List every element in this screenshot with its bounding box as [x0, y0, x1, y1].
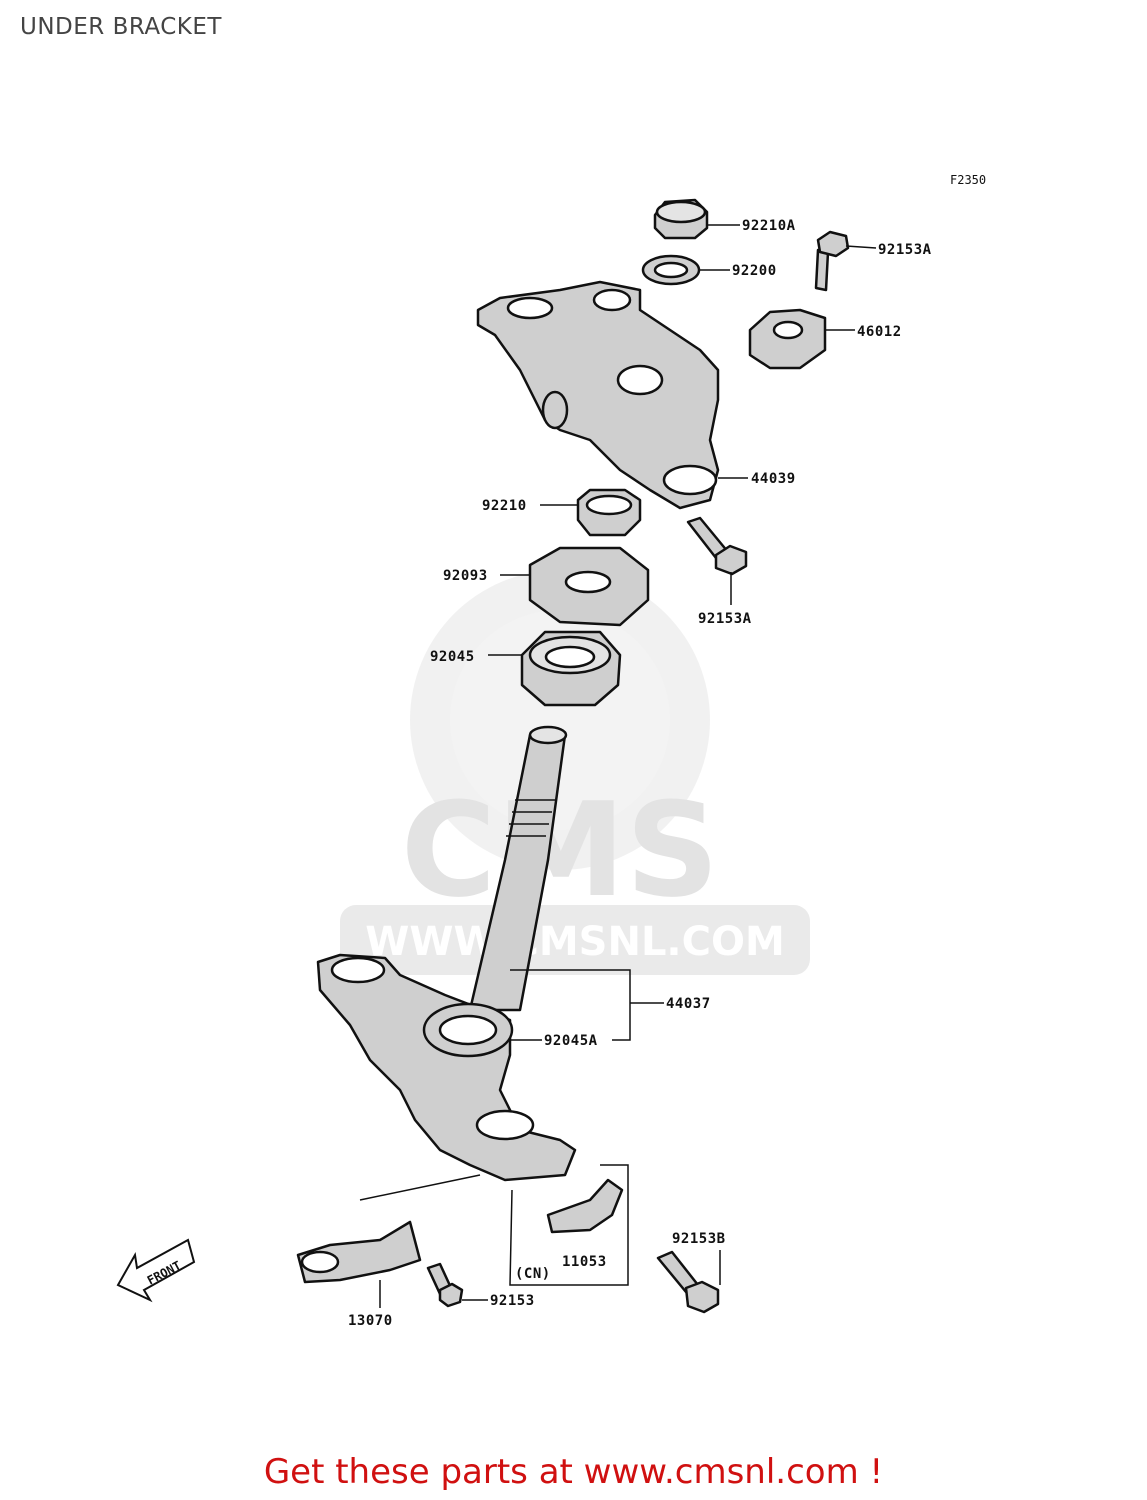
watermark-brand: CMS	[401, 774, 719, 926]
hose-clamp-13070	[296, 1220, 422, 1284]
label-92045: 92045	[430, 649, 475, 665]
watermark-url: WWW.CMSNL.COM	[365, 919, 785, 965]
label-92153b: 92153B	[672, 1231, 726, 1247]
label-13070: 13070	[348, 1313, 393, 1329]
label-92153a-mid: 92153A	[698, 611, 752, 627]
footer-parts-link[interactable]: Get these parts at www.cmsnl.com !	[263, 1452, 884, 1492]
label-44039: 44039	[751, 471, 796, 487]
front-arrow-icon: FRONT	[116, 1238, 196, 1303]
bearing-92045	[520, 630, 622, 707]
label-92093: 92093	[443, 568, 488, 584]
steering-stem-44037	[468, 725, 568, 1012]
label-cn: (CN)	[515, 1266, 551, 1282]
label-11053: 11053	[562, 1254, 607, 1270]
handlebar-holder-46012	[748, 308, 827, 370]
bolt-92153	[426, 1262, 464, 1308]
label-46012: 46012	[857, 324, 902, 340]
leader-lines	[359, 224, 877, 1308]
figure-code: F2350	[950, 173, 986, 187]
label-92210: 92210	[482, 498, 527, 514]
stem-cap	[653, 198, 709, 240]
washer-92200	[641, 254, 701, 286]
label-92210a: 92210A	[742, 218, 796, 234]
bolt-92153a-top	[814, 230, 850, 292]
upper-bracket-44039	[476, 280, 720, 510]
page-title: UNDER BRACKET	[20, 14, 222, 40]
bolt-92153a-mid	[686, 516, 748, 576]
steering-nut-92210	[576, 488, 642, 537]
under-bracket	[316, 953, 577, 1182]
label-92153a-top: 92153A	[878, 242, 932, 258]
bracket-11053	[546, 1178, 624, 1234]
label-44037: 44037	[666, 996, 711, 1012]
bolt-92153b	[656, 1250, 720, 1314]
dust-seal-92093	[528, 546, 650, 627]
label-92153: 92153	[490, 1293, 535, 1309]
label-92200: 92200	[732, 263, 777, 279]
label-92045a: 92045A	[544, 1033, 598, 1049]
